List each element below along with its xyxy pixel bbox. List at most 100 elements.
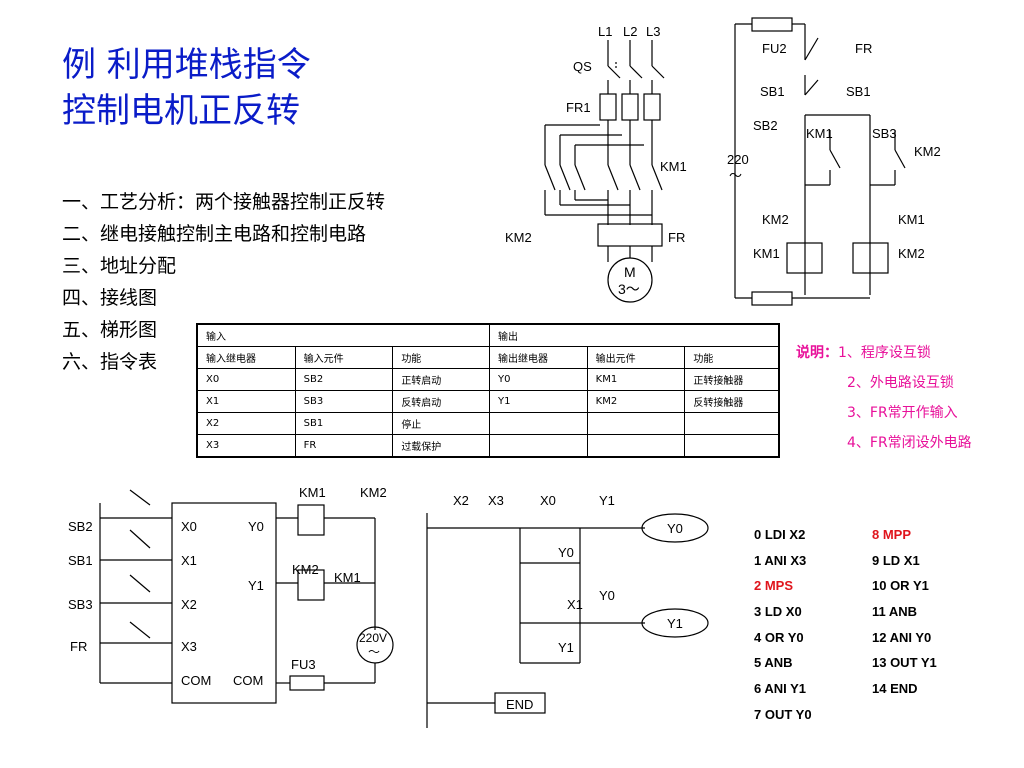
ctrl-sb2-label: SB2 bbox=[753, 118, 778, 133]
table-cell: Y1 bbox=[489, 390, 588, 413]
ctrl-km1-coil-label: KM1 bbox=[753, 246, 780, 261]
wiring-x2-label: X2 bbox=[181, 597, 197, 612]
table-cell: 停止 bbox=[392, 412, 490, 435]
table-cell: 正转接触器 bbox=[684, 368, 780, 391]
ctrl-km1-contact-label: KM1 bbox=[806, 126, 833, 141]
wiring-y0-label: Y0 bbox=[248, 519, 264, 534]
plc-wiring-diagram bbox=[99, 489, 394, 704]
outline-item: 五、梯形图 bbox=[62, 319, 158, 341]
table-group-header-row: 输入 输出 bbox=[196, 323, 780, 347]
ctrl-220-label: 220 bbox=[727, 152, 749, 167]
column-header: 输入继电器 bbox=[196, 346, 296, 369]
instruction-line: 13 OUT Y1 bbox=[872, 655, 937, 670]
main-l1-label: L1 bbox=[598, 24, 613, 39]
title-line-1: 例 利用堆栈指令 bbox=[62, 45, 311, 85]
ladder-y1-nc-label: Y1 bbox=[599, 493, 615, 508]
ladder-y0-nc-label: Y0 bbox=[599, 588, 615, 603]
table-cell: 反转接触器 bbox=[684, 390, 780, 413]
note-item: 3、FR常开作输入 bbox=[847, 405, 958, 421]
wiring-x3-label: X3 bbox=[181, 639, 197, 654]
main-fr-label: FR bbox=[668, 230, 686, 245]
ctrl-km2-contact-label: KM2 bbox=[914, 144, 941, 159]
main-km1-label: KM1 bbox=[660, 159, 687, 174]
table-cell: X0 bbox=[196, 368, 296, 391]
instruction-line: 11 ANB bbox=[872, 604, 918, 619]
outline-item: 一、工艺分析：两个接触器控制正反转 bbox=[62, 191, 386, 213]
outline-item: 二、继电接触控制主电路和控制电路 bbox=[62, 223, 367, 245]
ctrl-sb1-label-2: SB1 bbox=[846, 84, 871, 99]
instruction-line: 0 LDI X2 bbox=[754, 527, 806, 542]
ladder-x3-label: X3 bbox=[488, 493, 504, 508]
main-power-circuit bbox=[544, 40, 665, 303]
table-cell: 反转启动 bbox=[392, 390, 490, 413]
instruction-line: 12 ANI Y0 bbox=[872, 630, 932, 645]
instruction-line: 1 ANI X3 bbox=[754, 553, 807, 568]
notes-panel: 说明：1、程序设互锁 2、外电路设互锁 3、FR常开作输入 4、FR常闭设外电路 bbox=[796, 338, 972, 458]
table-cell: 正转启动 bbox=[392, 368, 490, 391]
main-qs-label: QS bbox=[573, 59, 592, 74]
wiring-com-label-2: COM bbox=[233, 673, 264, 688]
main-km2-label: KM2 bbox=[505, 230, 532, 245]
ctrl-fr-label: FR bbox=[855, 41, 873, 56]
table-cell bbox=[489, 434, 588, 458]
wiring-sb3-label: SB3 bbox=[68, 597, 93, 612]
table-row: X0 SB2 正转启动 Y0 KM1 正转接触器 bbox=[196, 368, 780, 391]
wiring-km1-top-label: KM1 bbox=[299, 485, 326, 500]
wiring-km2-mid-label: KM2 bbox=[292, 562, 319, 577]
wiring-tilde-label: ～ bbox=[368, 645, 381, 659]
wiring-km1-mid-label: KM1 bbox=[334, 570, 361, 585]
table-cell: FR bbox=[294, 434, 394, 458]
instruction-line: 5 ANB bbox=[754, 655, 793, 670]
instruction-line: 7 OUT Y0 bbox=[754, 707, 812, 722]
table-cell bbox=[684, 434, 780, 458]
ladder-diagram bbox=[426, 513, 709, 728]
table-row: X3 FR 过载保护 bbox=[196, 434, 780, 458]
table-row: X1 SB3 反转启动 Y1 KM2 反转接触器 bbox=[196, 390, 780, 413]
ladder-y0-contact-label: Y0 bbox=[558, 545, 574, 560]
ctrl-km2-nc-label: KM2 bbox=[762, 212, 789, 227]
motor-3phase-label: 3～ bbox=[618, 281, 640, 297]
outline-item: 三、地址分配 bbox=[62, 255, 177, 277]
wiring-x1-label: X1 bbox=[181, 553, 197, 568]
ctrl-sb1-label: SB1 bbox=[760, 84, 785, 99]
motor-m-label: M bbox=[624, 264, 636, 280]
table-cell: SB3 bbox=[294, 390, 394, 413]
instruction-line: 8 MPP bbox=[872, 527, 912, 542]
table-cell: 过载保护 bbox=[392, 434, 490, 458]
ladder-y1-contact-label: Y1 bbox=[558, 640, 574, 655]
column-header: 功能 bbox=[392, 346, 490, 369]
instruction-line: 9 LD X1 bbox=[872, 553, 920, 568]
wiring-fr-label: FR bbox=[70, 639, 88, 654]
instruction-line: 3 LD X0 bbox=[754, 604, 802, 619]
table-cell: X3 bbox=[196, 434, 296, 458]
main-l2-label: L2 bbox=[623, 24, 638, 39]
wiring-km2-top-label: KM2 bbox=[360, 485, 387, 500]
table-cell: SB2 bbox=[294, 368, 394, 391]
ladder-coil-y1-label: Y1 bbox=[667, 616, 683, 631]
instruction-line: 14 END bbox=[872, 681, 918, 696]
notes-key: 说明： bbox=[796, 345, 838, 361]
instruction-line: 6 ANI Y1 bbox=[754, 681, 807, 696]
table-cell: KM1 bbox=[586, 368, 686, 391]
control-circuit bbox=[734, 17, 906, 306]
column-header: 输入元件 bbox=[294, 346, 394, 369]
column-header: 输出元件 bbox=[586, 346, 686, 369]
ladder-x2-label: X2 bbox=[453, 493, 469, 508]
page-title: 例 利用堆栈指令 控制电机正反转 bbox=[62, 42, 311, 134]
wiring-fu3-label: FU3 bbox=[291, 657, 316, 672]
ctrl-km1-nc-label: KM1 bbox=[898, 212, 925, 227]
table-cell bbox=[684, 412, 780, 435]
table-cell: X2 bbox=[196, 412, 296, 435]
outline-item: 六、指令表 bbox=[62, 351, 158, 373]
table-cell: Y0 bbox=[489, 368, 588, 391]
column-header: 功能 bbox=[684, 346, 780, 369]
table-cell: X1 bbox=[196, 390, 296, 413]
table-cell bbox=[586, 434, 686, 458]
instruction-line: 2 MPS bbox=[754, 578, 794, 593]
note-item: 2、外电路设互锁 bbox=[847, 375, 954, 391]
column-header: 输出继电器 bbox=[489, 346, 588, 369]
ladder-end-label: END bbox=[506, 697, 534, 712]
wiring-com-label-1: COM bbox=[181, 673, 212, 688]
outline-item: 四、接线图 bbox=[62, 287, 158, 309]
